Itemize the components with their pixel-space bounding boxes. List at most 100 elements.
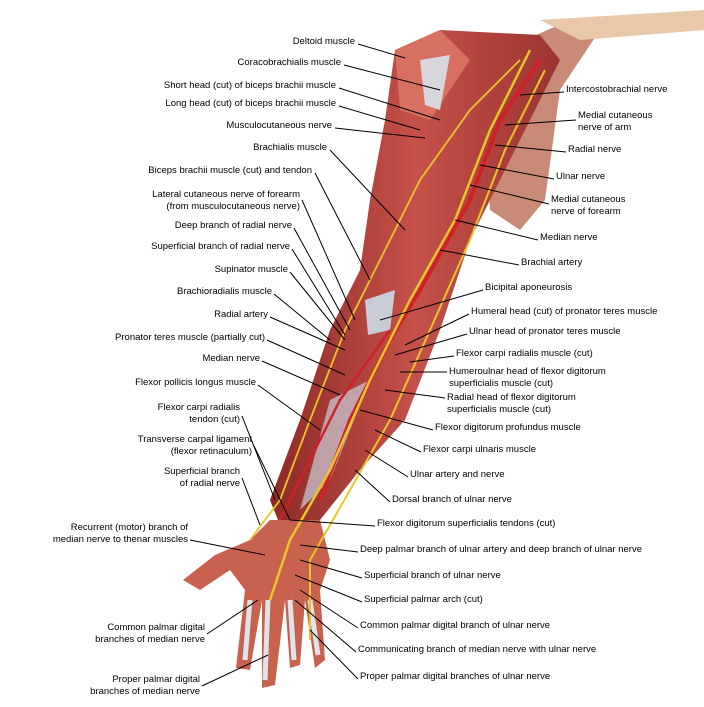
leader-line (294, 574, 363, 603)
leader-line (343, 64, 441, 91)
leader-line (291, 248, 346, 336)
label-line: Deltoid muscle (292, 36, 355, 47)
label-line: Common palmar digital branch of ulnar ne… (360, 620, 551, 631)
label-line: Median nerve (540, 232, 598, 243)
label-line: branches of median nerve (90, 686, 200, 697)
label-r-7: Bicipital aponeurosis (485, 282, 572, 294)
label-line: Superficial branch of radial nerve (151, 241, 290, 252)
label-line: Lateral cutaneous nerve of forearm (152, 189, 300, 200)
leader-line (189, 539, 266, 556)
label-line: Bicipital aponeurosis (485, 282, 573, 293)
leader-line (201, 654, 269, 687)
leader-line (504, 119, 577, 126)
label-r-20: Superficial palmar arch (cut) (364, 594, 483, 606)
radial-nerve-path (249, 59, 521, 541)
label-line: Brachial artery (521, 257, 583, 268)
label-line: Long head (cut) of biceps brachii muscle (165, 98, 336, 109)
label-line: Ulnar artery and nerve (410, 469, 505, 480)
label-line: (flexor retinaculum) (170, 446, 252, 457)
label-line: Flexor pollicis longus muscle (135, 377, 256, 388)
label-line: branches of median nerve (95, 634, 205, 645)
label-line: Proper palmar digital (112, 674, 200, 685)
leader-line (289, 519, 376, 527)
label-line: Flexor digitorum superficialis tendons (… (377, 518, 556, 529)
label-r-5: Median nerve (540, 232, 598, 244)
leader-line (404, 313, 470, 346)
label-r-15: Ulnar artery and nerve (410, 469, 505, 481)
humerus-tendon (420, 55, 450, 110)
label-line: Intercostobrachial nerve (566, 84, 668, 95)
label-r-6: Brachial artery (521, 257, 582, 269)
leader-line (354, 469, 391, 503)
leader-line (257, 384, 321, 431)
label-line: Humeral head (cut) of pronator teres mus… (471, 306, 658, 317)
label-line: Medial cutaneous (551, 194, 626, 205)
label-r-13: Flexor digitorum profundus muscle (435, 422, 581, 434)
leader-line (273, 293, 331, 341)
label-line: superficialis muscle (cut) (447, 404, 551, 415)
label-line: Flexor carpi ulnaris muscle (423, 444, 536, 455)
label-l-11: Brachioradialis muscle (177, 286, 272, 298)
hand (183, 520, 330, 688)
leader-line (261, 360, 341, 396)
leader-line (439, 249, 520, 266)
leader-line (479, 164, 555, 180)
label-l-17: Transverse carpal ligament(flexor retina… (138, 434, 252, 458)
bicipital-aponeurosis (365, 290, 395, 335)
label-l-6: Biceps brachii muscle (cut) and tendon (148, 165, 312, 177)
label-line: Biceps brachii muscle (cut) and tendon (148, 165, 312, 176)
label-line: tendon (cut) (189, 414, 240, 425)
leader-line (494, 144, 567, 153)
label-line: superficialis muscle (cut) (449, 378, 553, 389)
label-l-4: Musculocutaneous nerve (226, 120, 332, 132)
label-line: Dorsal branch of ulnar nerve (392, 494, 512, 505)
label-r-2: Radial nerve (568, 144, 621, 156)
label-line: nerve of forearm (551, 206, 621, 217)
label-l-8: Deep branch of radial nerve (175, 220, 292, 232)
label-r-18: Deep palmar branch of ulnar artery and d… (360, 544, 642, 556)
leader-line (206, 599, 259, 635)
label-l-5: Brachialis muscle (253, 142, 327, 154)
label-line: Short head (cut) of biceps brachii muscl… (163, 80, 336, 91)
label-line: Musculocutaneous nerve (226, 120, 332, 131)
label-l-3: Long head (cut) of biceps brachii muscle (165, 98, 336, 110)
label-line: Superficial branch of ulnar nerve (364, 570, 501, 581)
leader-line (519, 91, 565, 96)
label-r-21: Common palmar digital branch of ulnar ne… (360, 620, 550, 632)
leader-line (454, 219, 539, 241)
label-line: (from musculocutaneous nerve) (166, 201, 300, 212)
label-line: nerve of arm (578, 122, 632, 133)
label-r-0: Intercostobrachial nerve (566, 84, 667, 96)
label-line: Pronator teres muscle (partially cut) (115, 332, 265, 343)
leader-line (253, 445, 291, 521)
label-line: Superficial palmar arch (cut) (364, 594, 483, 605)
label-l-7: Lateral cutaneous nerve of forearm(from … (152, 189, 300, 213)
leader-line (357, 43, 406, 59)
label-l-14: Median nerve (202, 353, 260, 365)
label-r-22: Communicating branch of median nerve wit… (358, 644, 596, 656)
label-line: Median nerve (202, 353, 260, 364)
label-r-19: Superficial branch of ulnar nerve (364, 570, 501, 582)
leader-line (379, 289, 484, 321)
leader-line (241, 477, 261, 526)
leader-line (394, 333, 468, 356)
leader-lines (189, 43, 577, 687)
leader-line (384, 389, 446, 399)
radial-artery-path (278, 329, 392, 521)
label-line: Supinator muscle (214, 264, 288, 275)
label-line: Flexor carpi radialis (157, 402, 240, 413)
label-r-9: Ulnar head of pronator teres muscle (469, 326, 621, 338)
label-l-9: Superficial branch of radial nerve (151, 241, 290, 253)
brachial-artery (318, 58, 542, 501)
label-line: Flexor digitorum profundus muscle (435, 422, 581, 433)
leader-line (289, 271, 346, 341)
label-line: Humeroulnar head of flexor digitorum (449, 366, 606, 377)
label-line: Proper palmar digital branches of ulnar … (360, 671, 551, 682)
leader-line (314, 172, 371, 281)
leader-line (334, 127, 426, 139)
label-line: Superficial branch (163, 466, 240, 477)
